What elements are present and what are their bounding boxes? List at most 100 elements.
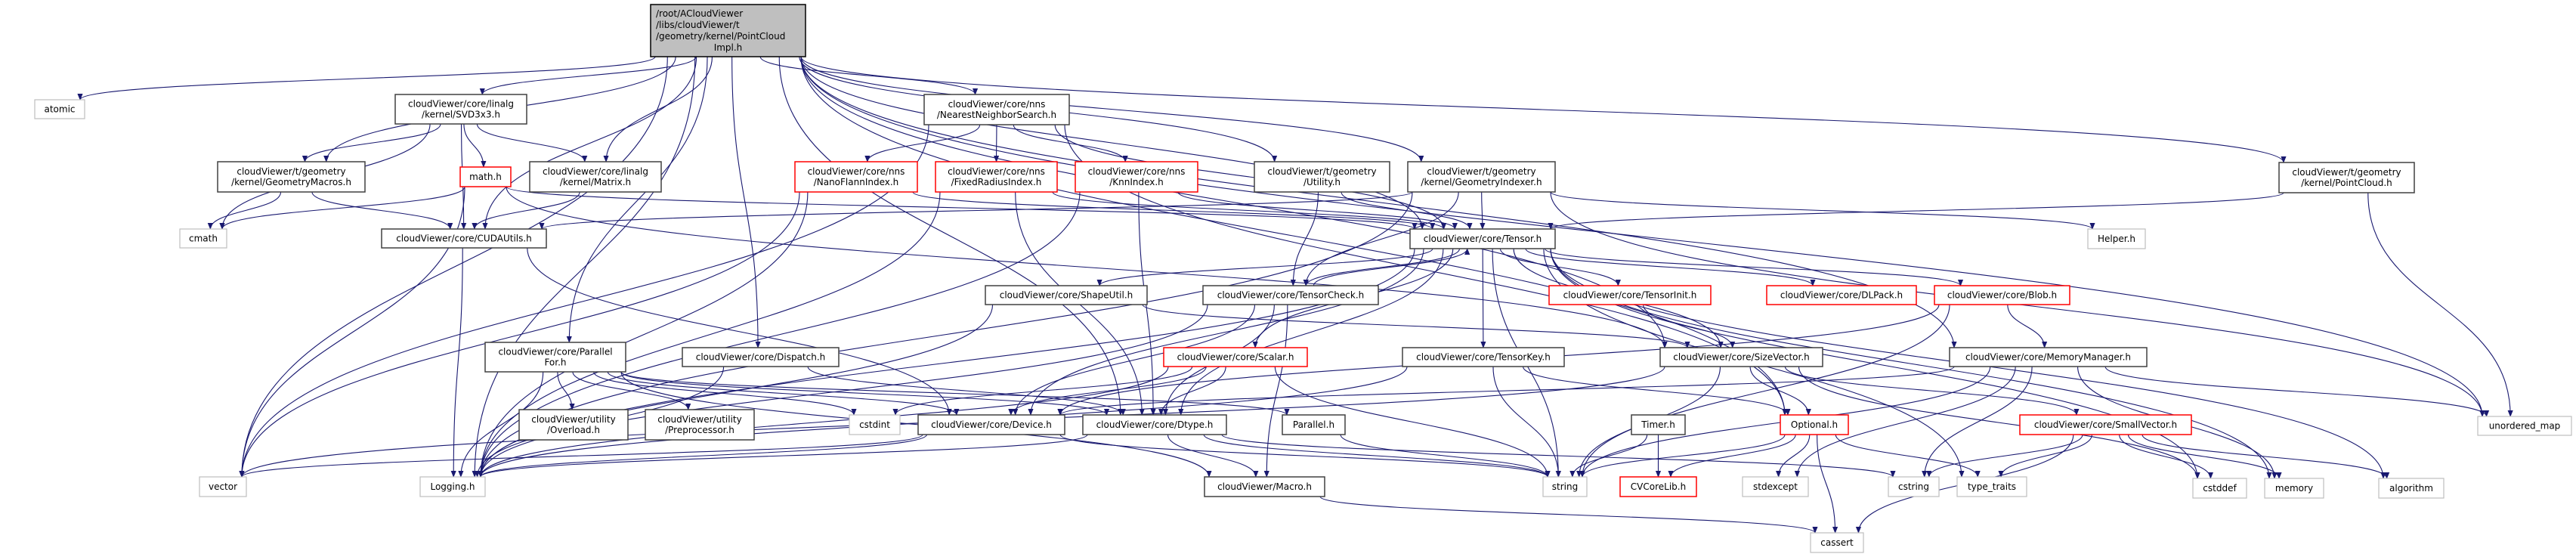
edge-root-to-dtype	[778, 56, 1124, 416]
node-optional[interactable]: Optional.h	[1780, 414, 1849, 435]
node-overload[interactable]: cloudViewer/utility/Overload.h	[518, 409, 629, 441]
edge-pointcloud-to-tensor	[1548, 192, 2284, 230]
node-box	[1619, 476, 1697, 497]
node-box	[1949, 347, 2148, 367]
node-box	[2264, 478, 2324, 499]
node-dispatch[interactable]: cloudViewer/core/Dispatch.h	[682, 347, 840, 367]
node-label: cloudViewer/core/Tensor.h	[1424, 234, 1542, 244]
node-pointcloud[interactable]: cloudViewer/t/geometry/kernel/PointCloud…	[2278, 162, 2415, 193]
node-string: string	[1542, 476, 1588, 497]
node-label: /geometry/kernel/PointCloud	[656, 31, 785, 42]
node-label: cloudViewer/core/MemoryManager.h	[1965, 352, 2131, 363]
node-box	[394, 94, 527, 125]
edge-math-to-cmath	[219, 186, 465, 230]
node-utility[interactable]: cloudViewer/t/geometry/Utility.h	[1254, 161, 1390, 193]
node-label: cstddef	[2203, 483, 2237, 494]
edge-scalar-to-dtype	[1158, 366, 1226, 416]
node-nns[interactable]: cloudViewer/core/nns/NearestNeighborSear…	[923, 94, 1070, 125]
edge-pfor-to-overload	[557, 371, 575, 410]
node-matrix[interactable]: cloudViewer/core/linalg/kernel/Matrix.h	[529, 161, 662, 193]
node-nanoflann[interactable]: cloudViewer/core/nns/NanoFlannIndex.h	[794, 161, 918, 193]
node-gindexer[interactable]: cloudViewer/t/geometry/kernel/GeometryIn…	[1407, 161, 1556, 193]
node-label: algorithm	[2389, 483, 2433, 494]
node-box	[2019, 414, 2192, 435]
edge-utility-to-tensorcheck	[1290, 191, 1319, 286]
node-parallel[interactable]: Parallel.h	[1282, 414, 1346, 435]
node-device[interactable]: cloudViewer/core/Device.h	[917, 414, 1065, 435]
edge-optional-to-cvcorelib	[1668, 434, 1796, 478]
node-helper: Helper.h	[2087, 228, 2146, 249]
edge-root-to-cuda	[482, 56, 697, 230]
node-box	[518, 409, 629, 441]
node-box	[529, 161, 662, 193]
node-fixedr[interactable]: cloudViewer/core/nns/FixedRadiusIndex.h	[935, 161, 1058, 193]
node-label: cloudViewer/core/Blob.h	[1947, 290, 2057, 301]
node-tensor[interactable]: cloudViewer/core/Tensor.h	[1409, 228, 1556, 249]
node-tensorcheck[interactable]: cloudViewer/core/TensorCheck.h	[1202, 285, 1379, 305]
node-math[interactable]: math.h	[459, 166, 512, 187]
node-box	[1204, 476, 1325, 497]
edge-scalar-to-cstdint	[892, 366, 1193, 416]
node-box	[1780, 414, 1849, 435]
edge-sizevector-to-smallvector	[1784, 366, 2080, 416]
node-logging: Logging.h	[419, 476, 486, 497]
node-label: Timer.h	[1641, 419, 1675, 430]
edge-root-to-matrix	[603, 56, 713, 162]
node-cmath: cmath	[179, 228, 227, 249]
node-vector: vector	[199, 476, 247, 497]
edge-root-to-vector	[239, 56, 668, 478]
node-box	[2192, 478, 2247, 499]
node-box	[917, 414, 1065, 435]
edge-pfor-to-macro	[620, 371, 1212, 478]
node-label: /kernel/PointCloud.h	[2301, 178, 2392, 188]
node-label: /KnnIndex.h	[1109, 177, 1164, 187]
node-memmgr[interactable]: cloudViewer/core/MemoryManager.h	[1949, 347, 2148, 367]
node-preproc[interactable]: cloudViewer/utility/Preprocessor.h	[645, 409, 755, 441]
node-knn[interactable]: cloudViewer/core/nns/KnnIndex.h	[1075, 161, 1198, 193]
node-label: unordered_map	[2489, 421, 2561, 432]
edge-root-to-pfor	[566, 56, 708, 343]
node-cuda[interactable]: cloudViewer/core/CUDAUtils.h	[381, 228, 547, 249]
node-smallvector[interactable]: cloudViewer/core/SmallVector.h	[2019, 414, 2192, 435]
edge-math-to-sizevector	[506, 186, 1668, 348]
edge-optional-to-string	[1579, 434, 1786, 478]
node-scalar[interactable]: cloudViewer/core/Scalar.h	[1163, 347, 1308, 367]
node-label: /kernel/GeometryIndexer.h	[1421, 177, 1542, 187]
node-dtype[interactable]: cloudViewer/core/Dtype.h	[1082, 414, 1227, 435]
edge-tensor-to-tensorcheck	[1303, 248, 1461, 286]
node-cvcorelib[interactable]: CVCoreLib.h	[1619, 476, 1697, 497]
node-sizevector[interactable]: cloudViewer/core/SizeVector.h	[1659, 347, 1823, 367]
node-dlpack[interactable]: cloudViewer/core/DLPack.h	[1766, 285, 1917, 305]
edge-dtype-to-macro	[1167, 434, 1259, 478]
edge-pfor-to-dtype	[620, 371, 1109, 416]
node-label: cloudViewer/core/linalg	[408, 99, 514, 110]
node-unordered_map: unordered_map	[2477, 416, 2572, 436]
edge-gindexer-to-cuda	[539, 191, 1413, 230]
node-gmacros[interactable]: cloudViewer/t/geometry/kernel/GeometryMa…	[217, 161, 366, 193]
node-svd[interactable]: cloudViewer/core/linalg/kernel/SVD3x3.h	[394, 94, 527, 125]
edge-smallvector-to-algorithm	[2142, 434, 2390, 479]
node-label: cloudViewer/core/TensorKey.h	[1416, 352, 1551, 363]
node-label: /FixedRadiusIndex.h	[951, 177, 1042, 187]
node-label: memory	[2275, 483, 2313, 494]
node-macro[interactable]: cloudViewer/Macro.h	[1204, 476, 1325, 497]
edge-tensorcheck-to-device	[1013, 304, 1256, 416]
edge-tensor-to-tensorinit	[1499, 248, 1621, 286]
edge-timer-to-string	[1569, 434, 1648, 478]
node-label: atomic	[44, 104, 75, 115]
node-tensorinit[interactable]: cloudViewer/core/TensorInit.h	[1548, 285, 1712, 305]
node-label: cloudViewer/core/SmallVector.h	[2034, 419, 2177, 430]
edge-gindexer-to-helper	[1550, 191, 2095, 230]
node-label: type_traits	[1968, 481, 2016, 492]
node-box	[794, 161, 918, 193]
node-tensorkey[interactable]: cloudViewer/core/TensorKey.h	[1402, 347, 1565, 367]
edge-scalar-to-device	[1008, 366, 1207, 416]
node-blob[interactable]: cloudViewer/core/Blob.h	[1934, 285, 2070, 305]
node-shapeutil[interactable]: cloudViewer/core/ShapeUtil.h	[985, 285, 1148, 305]
edge-sizevector-to-cstddef	[1798, 366, 2200, 479]
node-label: /NanoFlannIndex.h	[814, 177, 899, 187]
node-label: cloudViewer/Macro.h	[1217, 481, 1312, 492]
node-timer[interactable]: Timer.h	[1631, 414, 1686, 435]
node-box	[1402, 347, 1565, 367]
